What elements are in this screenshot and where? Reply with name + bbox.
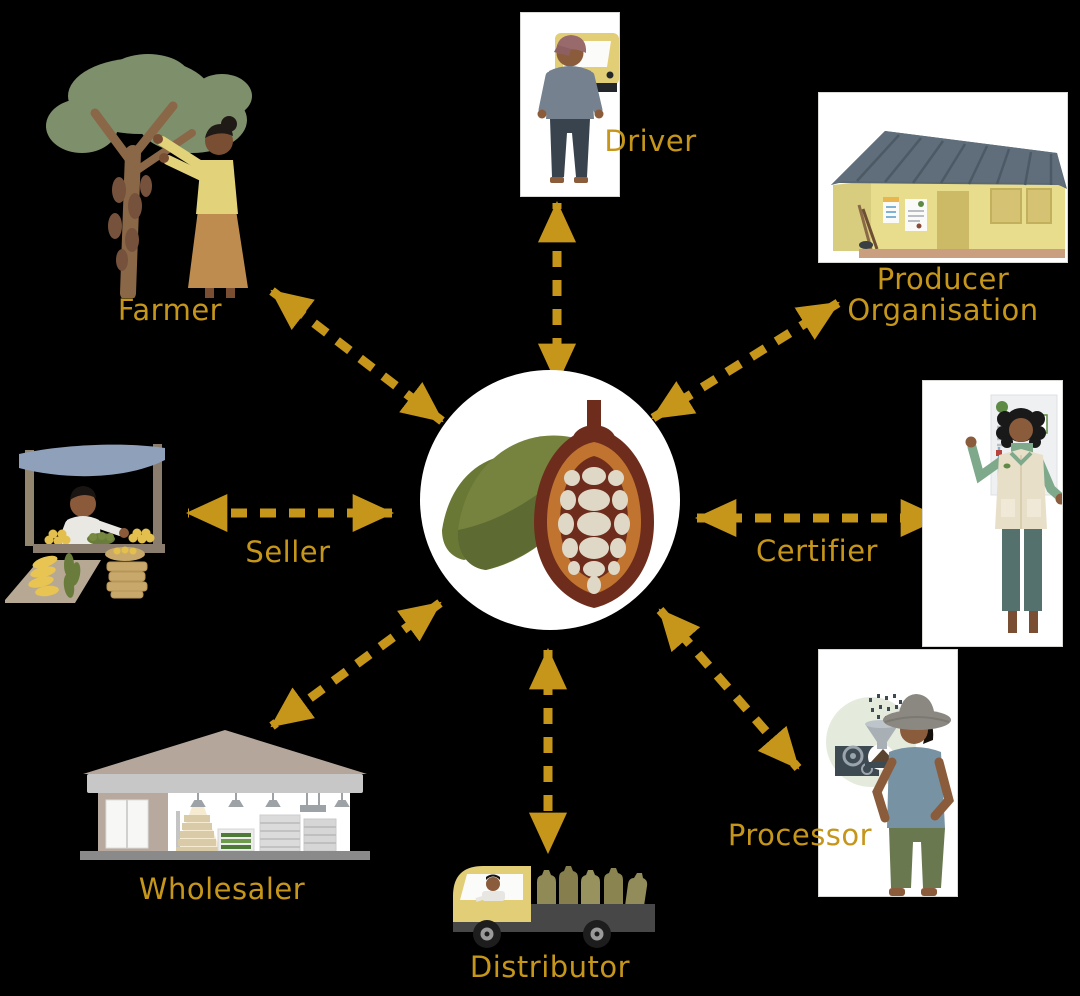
seller-market-stall-illustration	[5, 444, 165, 603]
cocoa-pod-icon	[442, 400, 654, 608]
node-certifier	[922, 380, 1063, 647]
node-producer-organisation	[818, 92, 1068, 263]
node-distributor	[447, 848, 662, 953]
processor-with-machine-illustration	[826, 694, 954, 896]
arrow-hub-wholesaler	[269, 599, 443, 730]
certifier-with-chart-illustration	[965, 394, 1062, 633]
processor-label: Processor	[727, 818, 873, 852]
node-processor	[818, 649, 958, 897]
wholesaler-label: Wholesaler	[138, 872, 306, 906]
seller-label: Seller	[245, 535, 331, 569]
arrow-hub-farmer	[269, 287, 445, 425]
driver-label: Driver	[604, 124, 697, 158]
distributor-truck-illustration	[453, 866, 655, 948]
cocoa-hub	[420, 370, 680, 630]
node-seller	[5, 438, 195, 603]
producer-organisation-building-illustration	[831, 131, 1067, 258]
farmer-label: Farmer	[117, 293, 223, 327]
distributor-label: Distributor	[469, 950, 631, 984]
node-wholesaler	[80, 727, 370, 862]
wholesaler-store-illustration	[80, 730, 370, 860]
arrow-hub-processor	[656, 607, 802, 771]
node-farmer	[40, 38, 275, 298]
certifier-label: Certifier	[756, 534, 878, 568]
arrow-hub-producer-organisation	[650, 299, 841, 422]
producer-organisation-label: Producer Organisation	[847, 262, 1039, 328]
driver-with-van-illustration	[537, 33, 619, 183]
node-driver	[520, 12, 620, 197]
farmer-harvesting-tree-illustration	[46, 54, 252, 298]
